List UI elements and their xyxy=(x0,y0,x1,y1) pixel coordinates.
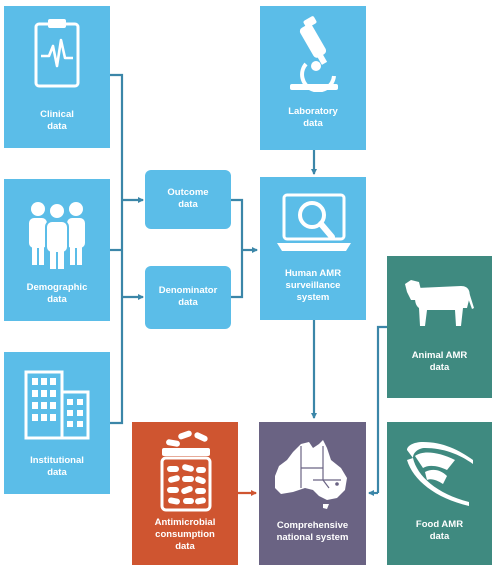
animal-food-bracket xyxy=(376,325,387,493)
institutional-label-line2: data xyxy=(47,467,67,478)
human-amr-surveillance-node: Human AMR surveillance system xyxy=(260,177,366,320)
demographic-data-node: Demographic data xyxy=(4,179,110,321)
food-amr-label-line1: Food AMR xyxy=(415,519,464,530)
laboratory-label-line1: Laboratory xyxy=(288,106,338,117)
outcome-label-line2: data xyxy=(178,199,198,210)
human-amr-label-line1: Human AMR xyxy=(284,268,342,279)
antimicrobial-label-line1: Antimicrobial xyxy=(154,517,216,528)
laboratory-data-node: Laboratory data xyxy=(260,6,366,150)
clinical-label-line1: Clinical xyxy=(40,109,74,120)
comprehensive-label-line2: national system xyxy=(276,532,349,543)
institutional-data-node: Institutional data xyxy=(4,352,110,494)
outcome-data-node: Outcome data xyxy=(145,170,231,229)
denominator-label-line2: data xyxy=(178,297,198,308)
institutional-label-line1: Institutional xyxy=(30,455,84,466)
denominator-label-line1: Denominator xyxy=(158,285,218,296)
buildings-icon xyxy=(24,370,90,440)
laboratory-label-line2: data xyxy=(303,118,323,129)
clinical-label-line2: data xyxy=(47,121,67,132)
antimicrobial-label-line2: consumption xyxy=(155,529,215,540)
antimicrobial-label-line3: data xyxy=(175,541,195,552)
animal-amr-label-line2: data xyxy=(429,362,450,373)
microscope-icon xyxy=(290,16,338,92)
food-amr-data-node: Food AMR data xyxy=(387,422,492,565)
people-group-icon xyxy=(29,202,85,269)
antimicrobial-consumption-node: Antimicrobial consumption data xyxy=(132,422,238,565)
cow-icon xyxy=(405,280,474,326)
animal-amr-data-node: Animal AMR data xyxy=(387,256,492,398)
animal-amr-label-line1: Animal AMR xyxy=(411,350,468,361)
comprehensive-national-system-node: Comprehensive national system xyxy=(259,422,366,565)
clipboard-heartbeat-icon xyxy=(34,19,80,88)
demographic-label-line1: Demographic xyxy=(26,282,88,293)
human-amr-label-line3: system xyxy=(296,292,330,303)
demographic-label-line2: data xyxy=(47,294,67,305)
denominator-data-node: Denominator data xyxy=(145,266,231,329)
food-amr-label-line2: data xyxy=(429,531,450,542)
outcome-to-human-line xyxy=(231,198,244,299)
human-amr-label-line2: surveillance xyxy=(285,280,341,291)
meat-cut-icon xyxy=(407,442,473,506)
pill-jar-icon xyxy=(160,430,212,512)
comprehensive-label-line1: Comprehensive xyxy=(276,520,349,531)
laptop-magnifier-icon xyxy=(277,193,351,251)
clinical-data-node: Clinical data xyxy=(4,6,110,148)
outcome-label-line1: Outcome xyxy=(167,187,209,198)
australia-map-icon xyxy=(275,440,347,509)
